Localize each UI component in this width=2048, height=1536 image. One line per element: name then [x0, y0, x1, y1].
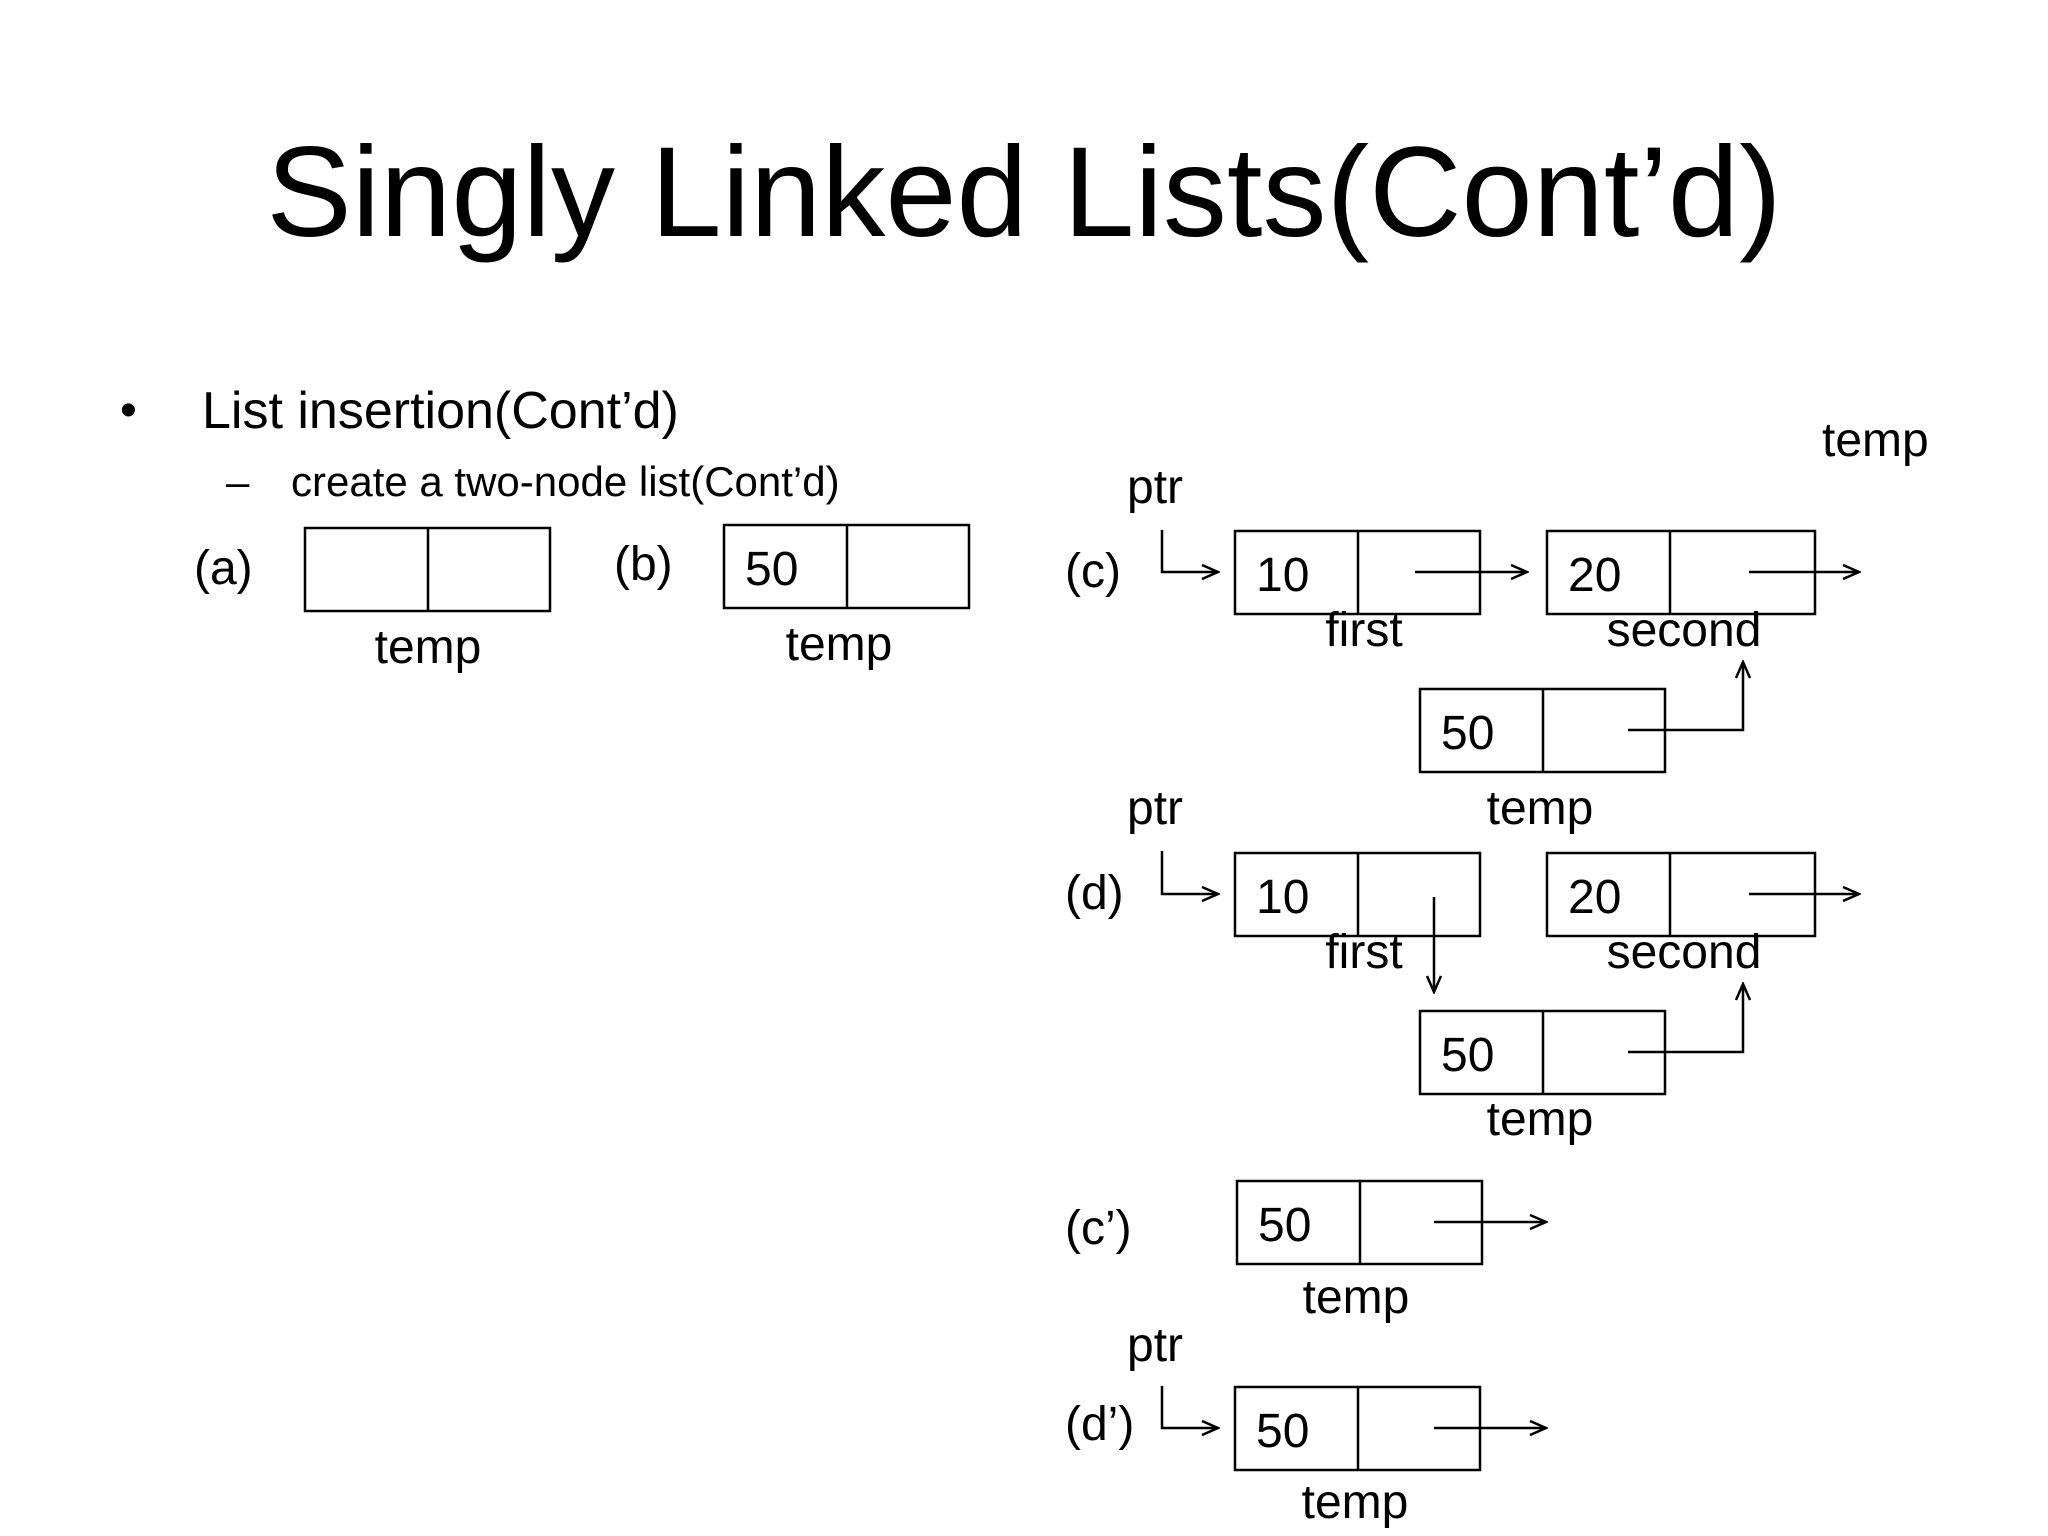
pointer-label-ptr: ptr: [1127, 461, 1183, 514]
node-value: 20: [1568, 871, 1621, 924]
bullet-marker: •: [120, 384, 137, 437]
slide-title: Singly Linked Lists(Cont’d): [266, 121, 1782, 264]
node-name-second: second: [1607, 926, 1762, 979]
node-value: 50: [1441, 1029, 1494, 1082]
node-name-second: second: [1607, 604, 1762, 657]
node-value: 50: [1441, 707, 1494, 760]
part-c: ptr (c) 10 first 20 second 50 temp: [1065, 461, 1859, 835]
node-value: 20: [1568, 549, 1621, 602]
node-name-first: first: [1325, 926, 1402, 979]
sub-bullet-text-create-two-node-list: create a two-node list(Cont’d): [291, 458, 840, 505]
link-arrow-to-second: [1628, 662, 1743, 732]
node-name-temp: temp: [1302, 1476, 1409, 1529]
ptr-arrow: [1160, 1386, 1218, 1428]
part-b: (b) 50 temp: [614, 523, 971, 671]
part-d-prime: ptr (d’) 50 temp: [1065, 1319, 1546, 1529]
sub-bullet-marker: –: [226, 458, 250, 505]
link-arrow-to-second: [1628, 984, 1743, 1054]
part-b-label: (b): [614, 538, 673, 591]
ptr-arrow: [1160, 530, 1218, 572]
node-name-first: first: [1325, 604, 1402, 657]
node-name-temp: temp: [375, 621, 482, 674]
part-a: (a) temp: [194, 526, 552, 674]
node-name-temp: temp: [786, 618, 893, 671]
node-name-temp: temp: [1303, 1271, 1410, 1324]
node-name-temp: temp: [1487, 782, 1594, 835]
node-value: 10: [1256, 871, 1309, 924]
part-d: ptr (d) 10 first 20 second 50 temp: [1065, 782, 1859, 1146]
node-box: [722, 523, 971, 610]
node-value: 10: [1256, 549, 1309, 602]
part-a-label: (a): [194, 542, 253, 595]
node-value: 50: [745, 543, 798, 596]
part-c-label: (c): [1065, 545, 1121, 598]
node-name-temp: temp: [1487, 1093, 1594, 1146]
part-d-label: (d): [1065, 867, 1124, 920]
node-box: [1233, 851, 1482, 938]
node-value: 50: [1256, 1405, 1309, 1458]
node-box: [303, 526, 552, 613]
bullet-text-list-insertion: List insertion(Cont’d): [202, 382, 679, 440]
pointer-label-ptr: ptr: [1127, 782, 1183, 835]
floating-temp-label: temp: [1822, 414, 1929, 467]
part-d-prime-label: (d’): [1065, 1398, 1134, 1451]
pointer-label-ptr: ptr: [1127, 1319, 1183, 1372]
ptr-arrow: [1160, 851, 1218, 894]
node-value: 50: [1258, 1199, 1311, 1252]
part-c-prime-label: (c’): [1065, 1202, 1132, 1255]
part-c-prime: (c’) 50 temp: [1065, 1179, 1546, 1324]
